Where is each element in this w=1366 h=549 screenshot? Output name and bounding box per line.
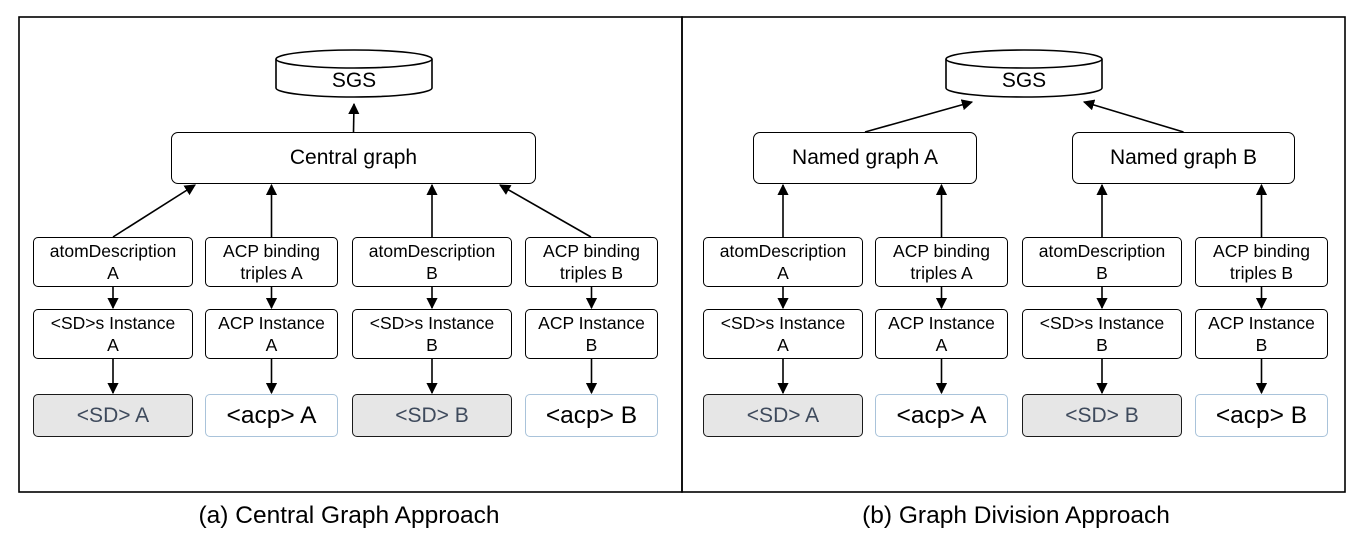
panel-a-col-4-instance-line-1: ACP Instance xyxy=(538,313,645,333)
panel-b-col-2-description-line-1: ACP binding xyxy=(893,241,990,261)
panel-b-col-4-resource: <acp> B xyxy=(1195,394,1328,437)
panel-b-col-2-resource: <acp> A xyxy=(875,394,1008,437)
panel-a-col-3-description-line-2: B xyxy=(426,263,438,283)
panel-b-col-4-instance-line-1: ACP Instance xyxy=(1208,313,1315,333)
panel-a-col-1-instance-line-2: A xyxy=(107,335,119,355)
panel-b-col-3-instance-line-2: B xyxy=(1096,335,1108,355)
panel-b-sgs-cylinder xyxy=(945,49,1103,98)
panel-a-col-1-resource: <SD> A xyxy=(33,394,193,437)
panel-a-col-4-description-line-2: triples B xyxy=(559,263,624,283)
panel-a-col-2-instance-line-2: A xyxy=(265,335,278,355)
panel-b-col-1-description-line-2: A xyxy=(777,263,789,283)
panel-b-arrow-graph-1-to-sgs xyxy=(864,99,974,133)
arrows-layer xyxy=(107,99,1268,395)
panel-a-arrow-graph-to-sgs xyxy=(348,102,360,133)
panel-b-col-4-instance-line-2: B xyxy=(1255,335,1268,355)
panel-b-col-1-description-line-1: atomDescription xyxy=(719,241,847,261)
panel-a-col-1-arrow-desc-to-graph xyxy=(112,184,196,238)
panel-a-col-2-description-line-2: triples A xyxy=(240,263,303,283)
panel-a-col-2-resource: <acp> A xyxy=(205,394,338,437)
panel-b-col-2-description-line-2: triples A xyxy=(910,263,973,283)
panel-b-col-2-instance-line-2: A xyxy=(935,335,948,355)
panel-a-col-2-description-line-1: ACP binding xyxy=(223,241,320,261)
panel-a-col-3-instance-line-1: <SD>s Instance xyxy=(369,313,495,333)
panel-a-graph-1: Central graph xyxy=(171,132,536,184)
panel-a-sgs-cylinder xyxy=(275,49,433,98)
panel-b-col-3-description-line-1: atomDescription xyxy=(1038,241,1166,261)
panel-b-arrow-graph-2-to-sgs xyxy=(1082,99,1184,133)
panel-a-caption: (a) Central Graph Approach xyxy=(198,502,500,529)
panel-a-col-1-description-line-1: atomDescription xyxy=(49,241,177,261)
panel-a-col-1-description-line-2: A xyxy=(107,263,119,283)
panel-b-col-4-description-line-2: triples B xyxy=(1229,263,1294,283)
panel-b-col-4-description-line-1: ACP binding xyxy=(1213,241,1310,261)
panel-b-col-1-instance-line-1: <SD>s Instance xyxy=(720,313,846,333)
panel-a-col-3-instance-line-2: B xyxy=(426,335,438,355)
panel-b-col-1-instance-line-2: A xyxy=(777,335,789,355)
panel-b-col-3-resource: <SD> B xyxy=(1022,394,1182,437)
cylinders-layer xyxy=(275,49,1103,98)
panel-a-col-1-instance-line-1: <SD>s Instance xyxy=(50,313,176,333)
panel-a-col-4-instance-line-2: B xyxy=(585,335,598,355)
panel-b-col-3-instance-line-1: <SD>s Instance xyxy=(1039,313,1165,333)
panel-b-col-3-description-line-2: B xyxy=(1096,263,1108,283)
panel-b-col-1-resource: <SD> A xyxy=(703,394,863,437)
panel-b-col-2-instance-line-1: ACP Instance xyxy=(888,313,995,333)
panel-a-col-4-description-line-1: ACP binding xyxy=(543,241,640,261)
panel-b-graph-2: Named graph B xyxy=(1072,132,1295,184)
panel-b-frame xyxy=(681,16,1346,493)
panel-a-sgs-label: SGS xyxy=(331,69,377,92)
panel-a-col-3-resource: <SD> B xyxy=(352,394,512,437)
panel-b-caption: (b) Graph Division Approach xyxy=(862,502,1170,529)
panel-a-col-4-resource: <acp> B xyxy=(525,394,658,437)
panel-b-sgs-label: SGS xyxy=(1001,69,1047,92)
panel-a-col-3-description-line-1: atomDescription xyxy=(368,241,496,261)
panel-a-col-4-arrow-desc-to-graph xyxy=(499,184,592,238)
panel-b-graph-1: Named graph A xyxy=(753,132,977,184)
panel-a-col-2-instance-line-1: ACP Instance xyxy=(218,313,325,333)
